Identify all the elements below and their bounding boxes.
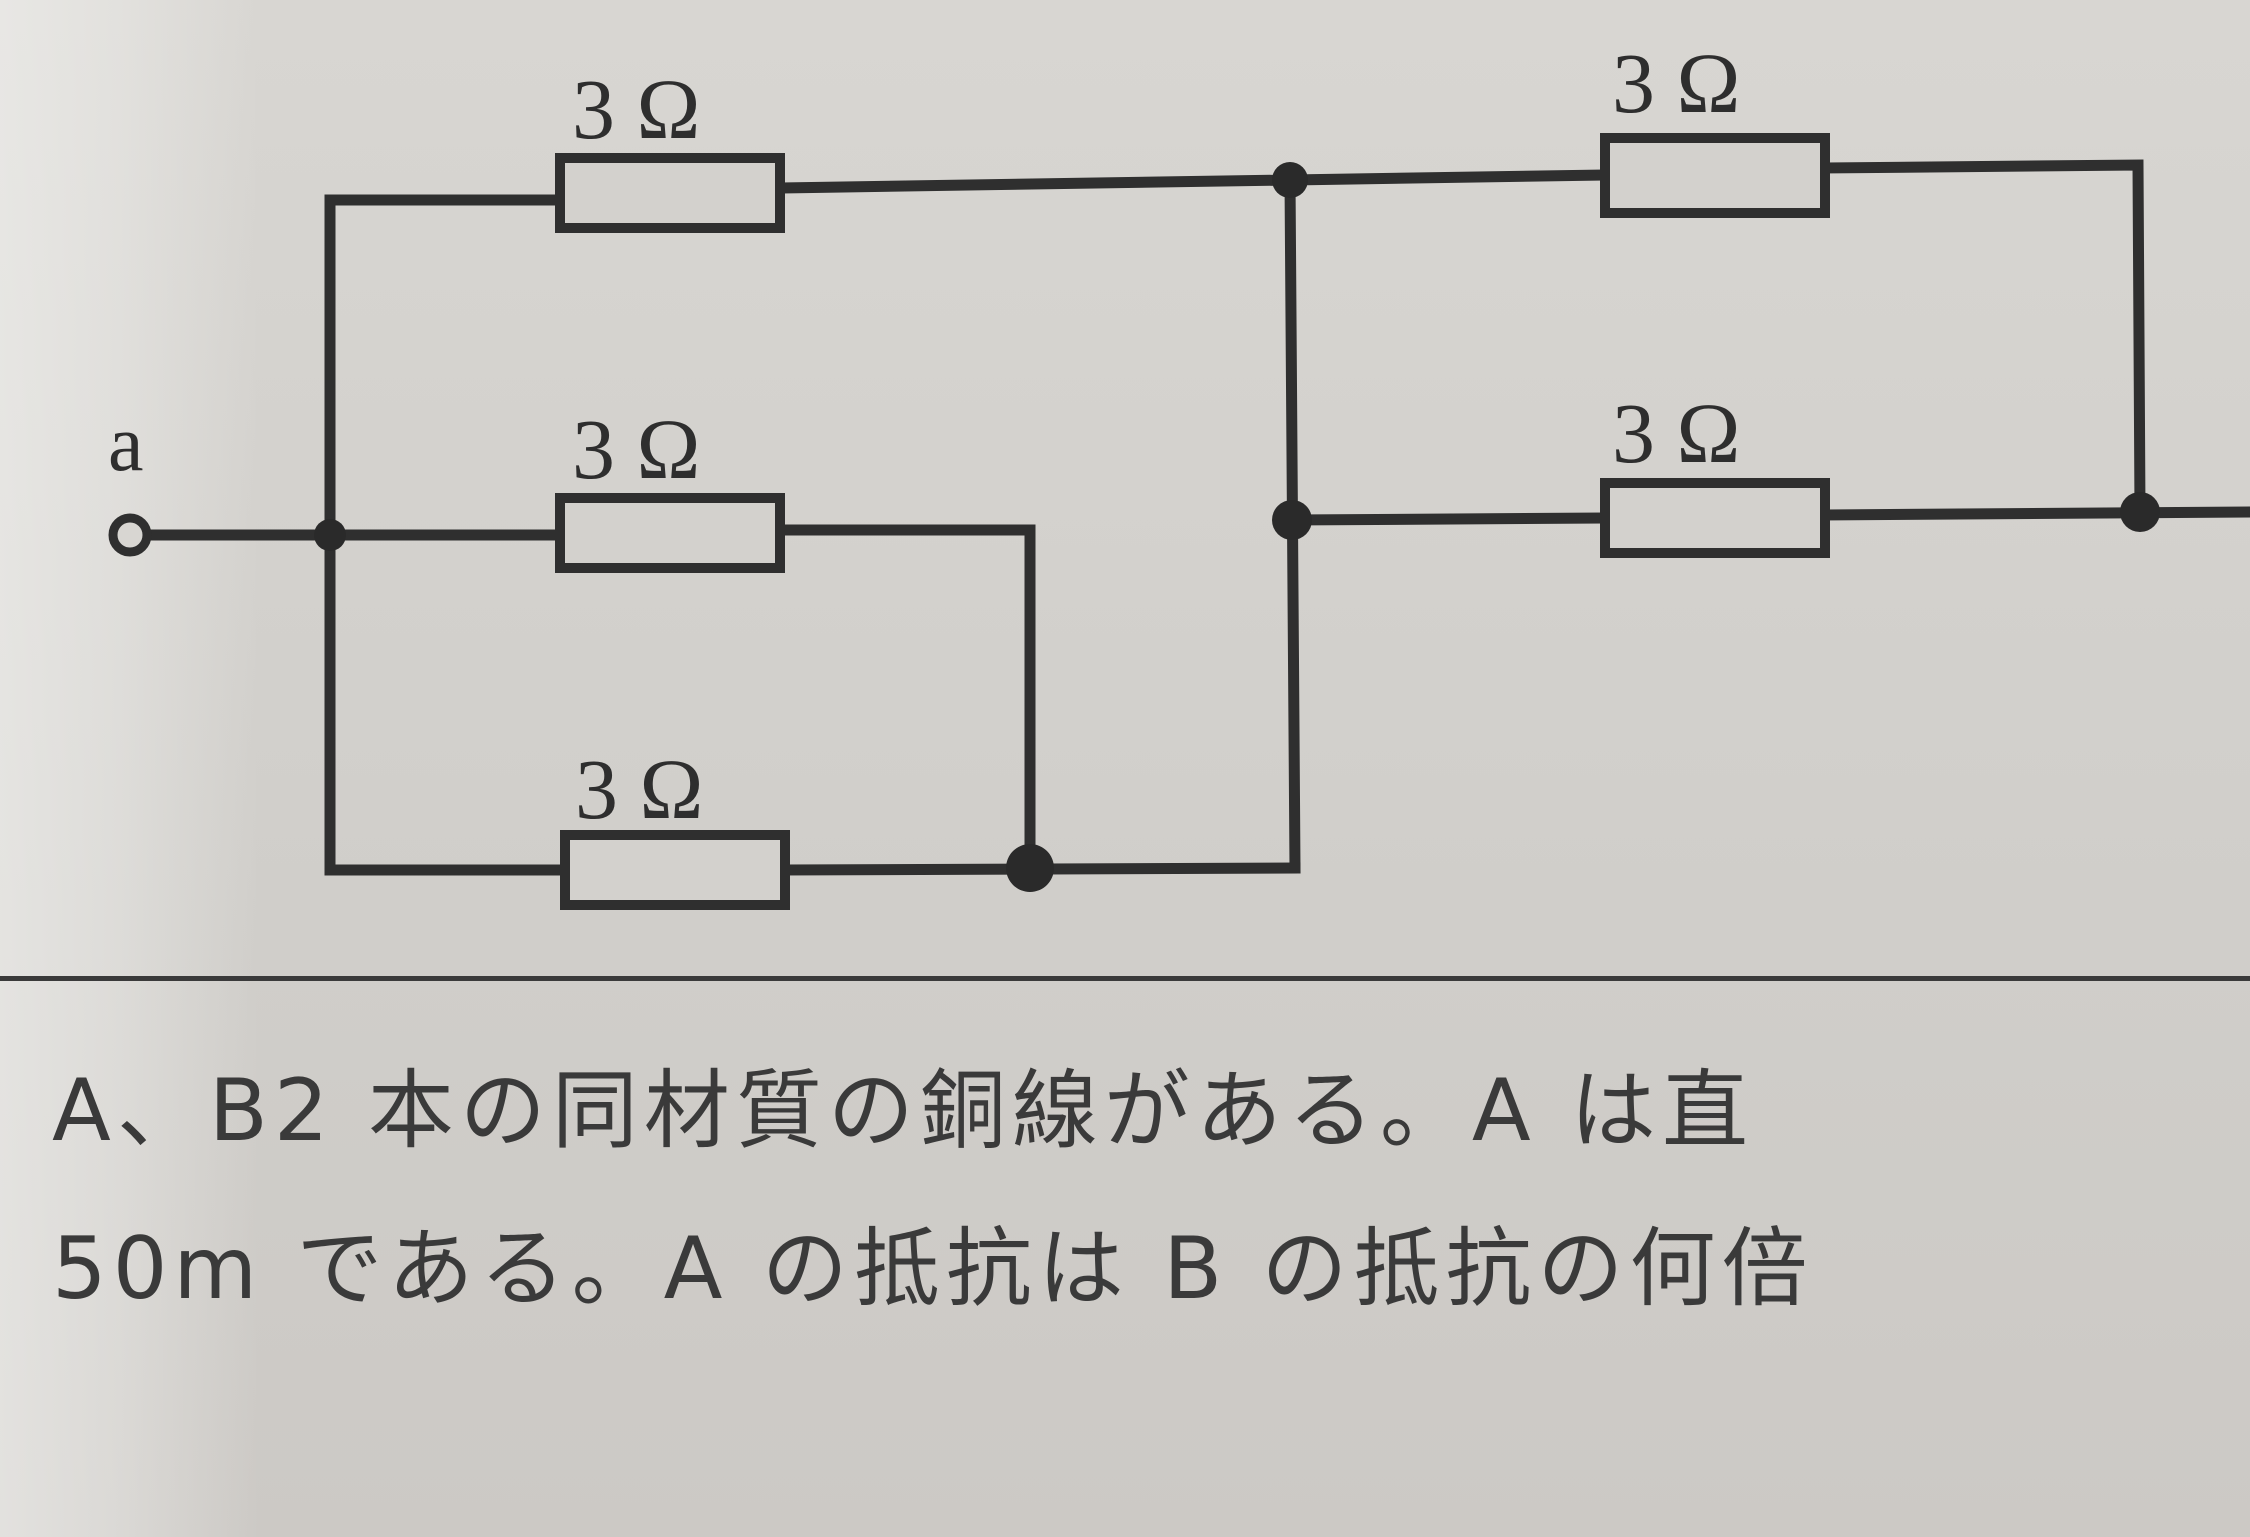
terminal-a (108, 513, 152, 557)
resistor-r5-label: 3 Ω (1612, 385, 1740, 481)
section-divider (0, 976, 2250, 981)
wire-top-left-branch (324, 174, 1296, 206)
resistor-r3 (560, 830, 790, 910)
resistor-r1-label: 3 Ω (572, 61, 700, 157)
resistor-r3-label: 3 Ω (575, 741, 703, 837)
junction-node (2120, 492, 2160, 532)
junction-node (1006, 844, 1054, 892)
junction-node (1272, 500, 1312, 540)
terminal-a-label: a (108, 400, 144, 488)
resistor-r5 (1600, 478, 1830, 558)
resistor-r2-label: 3 Ω (572, 401, 700, 497)
wire-lower-right-branch (1286, 506, 2250, 526)
wire-bottom-branch (324, 862, 1301, 876)
resistor-r1 (555, 153, 785, 233)
resistor-r4 (1600, 133, 1830, 218)
question-text-line-1: A、B2 本の同材質の銅線がある。A は直 (52, 1061, 1755, 1161)
circuit-wires (144, 159, 2250, 876)
wire-top-right-branch (1284, 159, 2146, 518)
wire-middle-branch (774, 524, 1036, 876)
junction-node (314, 519, 346, 551)
junction-node (1272, 162, 1308, 198)
question-text-line-2: 50m である。A の抵抗は B の抵抗の何倍 (52, 1219, 1814, 1319)
resistor-r2 (555, 493, 785, 573)
circuit-diagram: a 3 Ω 3 Ω 3 Ω 3 Ω 3 Ω (108, 35, 2250, 910)
resistor-r4-label: 3 Ω (1612, 35, 1740, 131)
